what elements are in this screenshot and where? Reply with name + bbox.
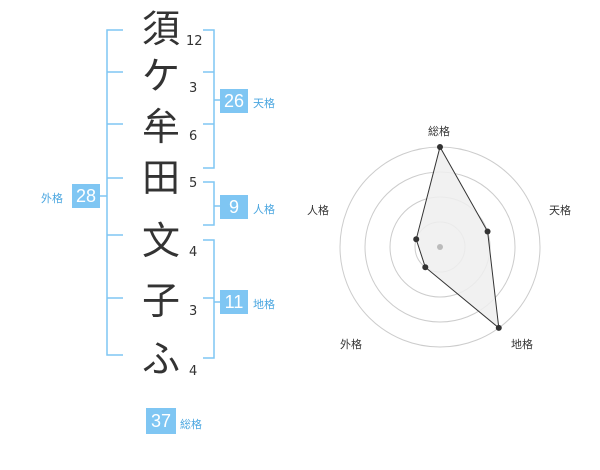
jinkaku-label: 人格: [253, 203, 275, 216]
chikaku-value: 11: [220, 290, 248, 314]
radar-point-jinkaku: [413, 236, 420, 243]
stroke-count-6: 3: [189, 304, 198, 319]
jinkaku-value: 9: [220, 195, 248, 219]
radar-label-soukaku: 総格: [428, 125, 450, 138]
chikaku-label: 地格: [253, 298, 275, 311]
tenkaku-value: 26: [220, 89, 248, 113]
name-char-3: 牟: [141, 105, 180, 149]
radar-label-tenkaku: 天格: [549, 204, 571, 217]
stroke-count-2: 3: [189, 81, 198, 96]
radar-label-gaikaku: 外格: [340, 338, 362, 351]
name-char-5: 文: [141, 219, 180, 263]
soukaku-value: 37: [146, 408, 176, 434]
stroke-count-4: 5: [189, 176, 198, 191]
gaikaku-label: 外格: [41, 192, 63, 205]
radar-polygon: [415, 145, 500, 330]
jinkaku-bracket: [203, 181, 215, 226]
name-char-1: 須: [141, 7, 180, 51]
name-char-6: 子: [141, 279, 180, 323]
radar-point-chikaku: [495, 324, 502, 331]
radar-point-tenkaku: [484, 228, 491, 235]
name-char-2: ケ: [141, 54, 180, 98]
tenkaku-label: 天格: [253, 97, 275, 110]
radar-label-jinkaku: 人格: [307, 204, 329, 217]
radar-point-soukaku: [437, 144, 443, 150]
soukaku-label: 総格: [180, 418, 202, 431]
radar-center-point: [437, 244, 443, 250]
stroke-count-1: 12: [186, 34, 203, 49]
name-char-4: 田: [141, 156, 180, 200]
gaikaku-bracket: [106, 29, 123, 356]
tenkaku-bracket: [203, 29, 215, 169]
stroke-count-7: 4: [189, 364, 198, 379]
chikaku-bracket: [203, 239, 215, 359]
radar-point-gaikaku: [422, 264, 429, 271]
name-char-7: ふ: [141, 337, 180, 381]
gaikaku-value: 28: [72, 184, 100, 208]
stroke-count-5: 4: [189, 245, 198, 260]
radar-label-chikaku: 地格: [511, 338, 533, 351]
stroke-count-3: 6: [189, 129, 198, 144]
